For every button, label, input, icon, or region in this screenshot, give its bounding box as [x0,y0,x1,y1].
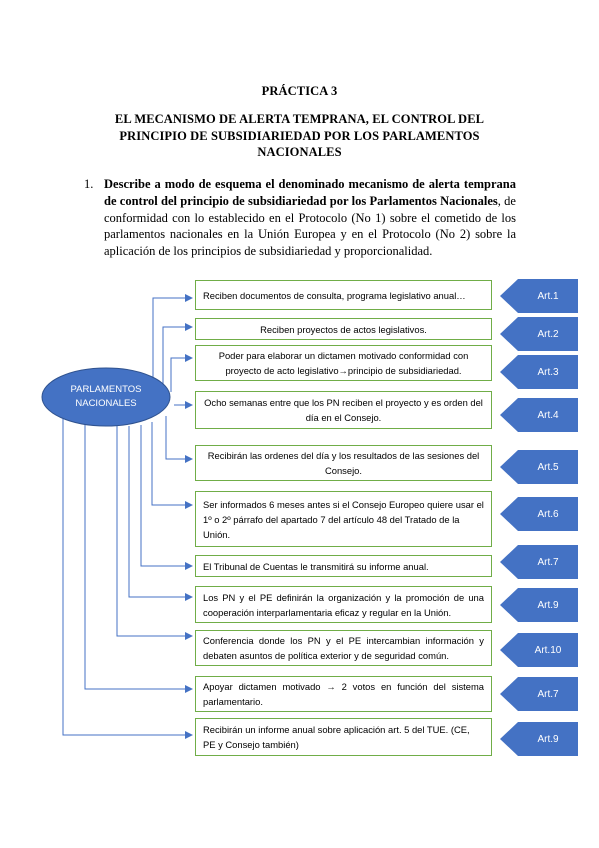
item-box-art7: El Tribunal de Cuentas le transmitirá su… [195,555,492,577]
article-arrow: Art.9 [500,722,578,756]
connector-art9b [62,414,193,739]
practice-title: PRÁCTICA 3 [261,84,338,98]
left-arrow-icon [500,355,578,389]
left-arrow-icon [500,450,578,484]
article-arrow: Art.3 [500,355,578,389]
article-arrow: Art.2 [500,317,578,351]
item-box-art2: Reciben proyectos de actos legislativos. [195,318,492,340]
question-rest-text: , de conformidad con lo establecido en e… [104,193,516,259]
center-node-shape [41,367,171,427]
connector-art3 [170,354,193,392]
left-arrow-icon [500,677,578,711]
item-box-art4: Ocho semanas entre que los PN reciben el… [195,391,492,429]
left-arrow-icon [500,497,578,531]
item-box-art10: Conferencia donde los PN y el PE interca… [195,630,492,666]
left-arrow-icon [500,722,578,756]
item-box-art1: Reciben documentos de consulta, programa… [195,280,492,310]
item-box-art5: Recibirán las ordenes del día y los resu… [195,445,492,481]
connector-art5 [165,416,193,463]
heading-line: NACIONALES [257,145,342,159]
article-arrow: Art.7 [500,545,578,579]
heading-line: PRINCIPIO DE SUBSIDIARIEDAD POR LOS PARL… [119,128,480,143]
article-arrow: Art.1 [500,279,578,313]
item-box-art7b: Apoyar dictamen motivado → 2 votos en fu… [195,676,492,712]
item-box-art6: Ser informados 6 meses antes si el Conse… [195,491,492,547]
connector-art9 [128,426,193,601]
heading-line: EL MECANISMO DE ALERTA TEMPRANA, EL CONT… [114,112,485,126]
article-arrow: Art.6 [500,497,578,531]
left-arrow-icon [500,317,578,351]
item-box-art9: Los PN y el PE definirán la organización… [195,586,492,623]
question-number: 1. [84,177,94,191]
connector-art2 [162,323,193,386]
left-arrow-icon [500,588,578,622]
article-arrow: Art.10 [500,633,578,667]
left-arrow-icon [500,398,578,432]
center-node-label: PARLAMENTOS NACIONALES [70,384,142,409]
item-box-art3: Poder para elaborar un dictamen motivado… [195,345,492,381]
connector-art7 [140,425,193,570]
connector-art1 [152,294,193,380]
document-heading: EL MECANISMO DE ALERTA TEMPRANA, EL CONT… [0,111,599,161]
question-bold-text: Describe a modo de esquema el denominado… [104,177,516,208]
article-arrow: Art.9 [500,588,578,622]
item-box-art9b: Recibirán un informe anual sobre aplicac… [195,718,492,756]
question-paragraph: 1. Describe a modo de esquema el denomin… [84,176,516,260]
connector-art7b [84,420,193,693]
connector-art6 [151,422,193,509]
article-arrow: Art.4 [500,398,578,432]
left-arrow-icon [500,545,578,579]
left-arrow-icon [500,279,578,313]
left-arrow-icon [500,633,578,667]
connector-art10 [116,426,193,640]
article-arrow: Art.5 [500,450,578,484]
article-arrow: Art.7 [500,677,578,711]
